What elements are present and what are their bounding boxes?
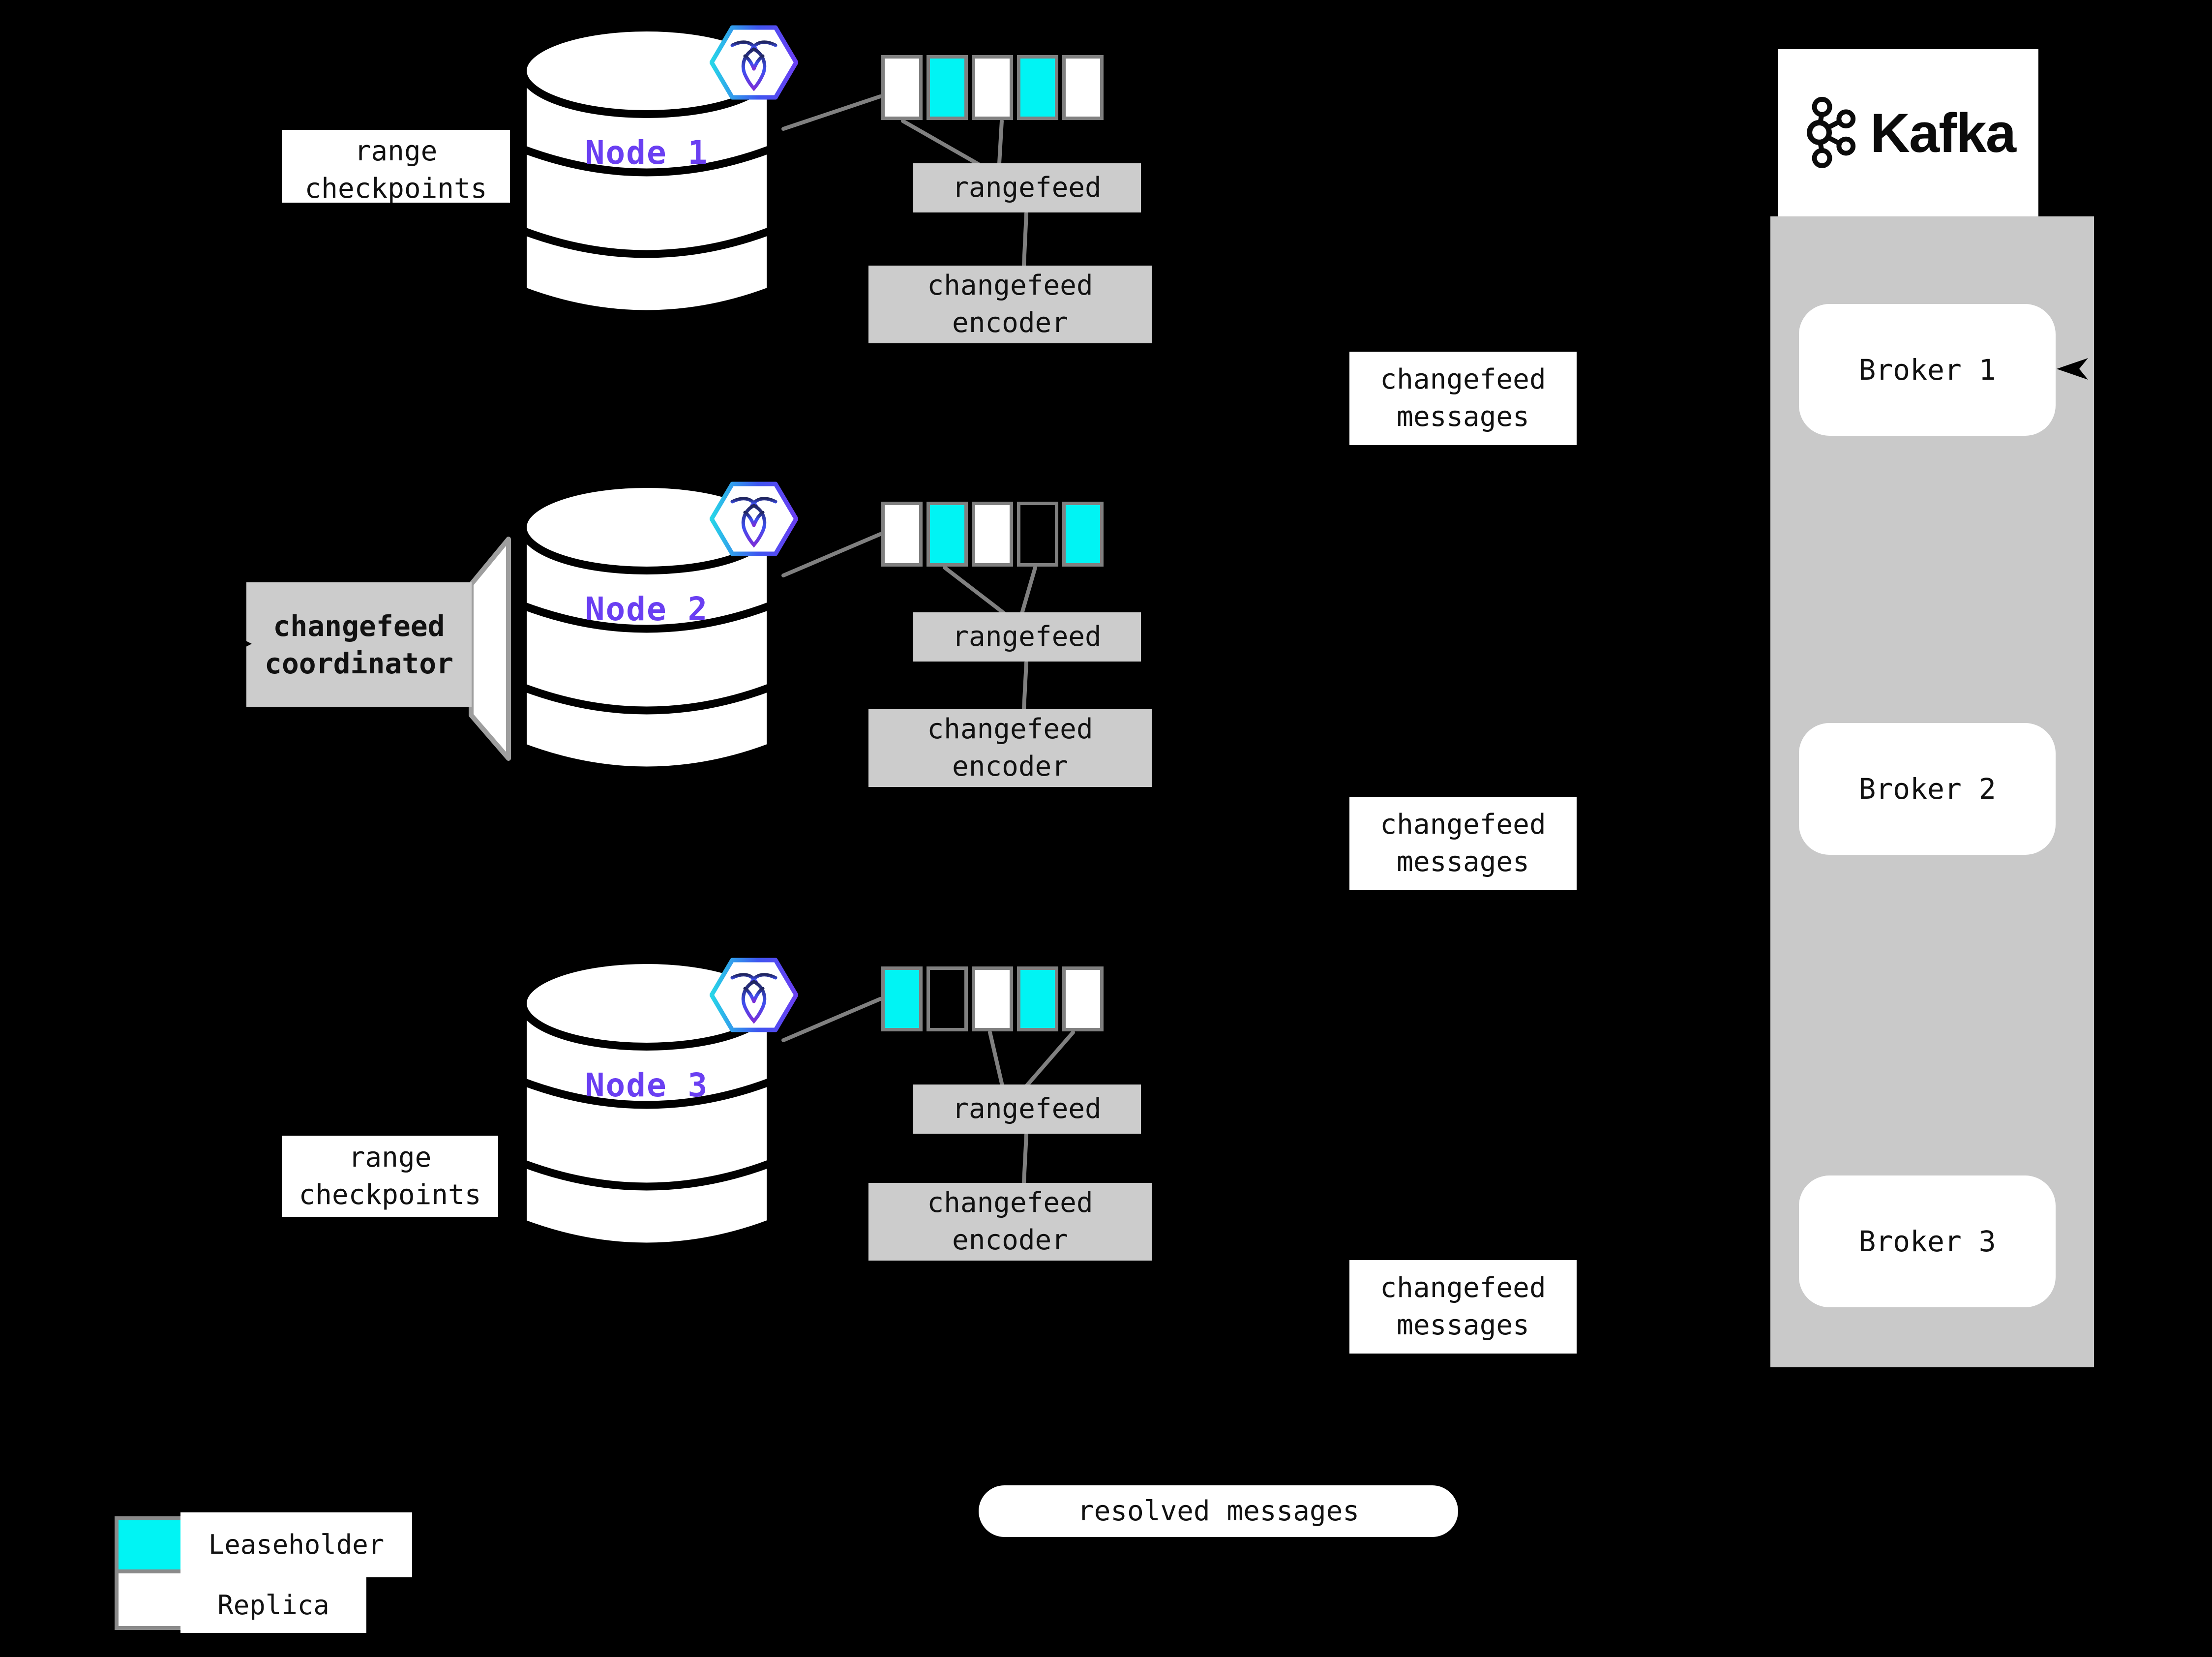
node-name: Node 1 [585, 134, 709, 172]
connector-line [988, 1030, 1004, 1087]
connector-line [1020, 566, 1037, 615]
connector-line [781, 532, 882, 577]
kafka-broker: Broker 2 [1799, 723, 2056, 855]
range-replica [1062, 55, 1104, 120]
changefeed-encoder-box: changefeed encoder [868, 266, 1152, 343]
cockroachdb-logo-icon [710, 482, 798, 556]
database-cylinder-icon [519, 24, 775, 318]
connector-line [943, 566, 1006, 615]
connector-line [1022, 661, 1028, 711]
range-replica [972, 502, 1013, 567]
range-leaseholder [1017, 966, 1058, 1031]
connector-line [1022, 211, 1028, 268]
connector-line [997, 119, 1004, 165]
kafka-broker: Broker 3 [1799, 1175, 2056, 1307]
legend-replica-label: Replica [180, 1577, 366, 1633]
changefeed-encoder-box: changefeed encoder [868, 709, 1152, 787]
range-leaseholder [1017, 55, 1058, 120]
kafka-logo-icon [1807, 96, 1856, 168]
range-checkpoints-label: range checkpoints [282, 130, 510, 203]
range-cells-row [881, 55, 1104, 120]
cockroachdb-logo-icon [710, 958, 798, 1032]
range-leaseholder [927, 55, 968, 120]
range-cells-row [881, 502, 1104, 567]
kafka-cluster-container: Broker 1 Broker 2 Broker 3 [1770, 216, 2094, 1367]
changefeed-encoder-box: changefeed encoder [868, 1183, 1152, 1261]
range-checkpoints-label: range checkpoints [282, 1136, 498, 1217]
legend-replica-swatch [115, 1569, 188, 1630]
connector-line [781, 94, 882, 131]
range-replica [972, 966, 1013, 1031]
changefeed-messages-label: changefeed messages [1349, 352, 1577, 445]
range-replica [881, 55, 923, 120]
database-cylinder-icon [519, 480, 775, 775]
range-replica [881, 502, 923, 567]
coordinator-flag-shape [469, 537, 511, 761]
range-leaseholder [1062, 502, 1104, 567]
rangefeed-box: rangefeed [913, 612, 1141, 662]
range-leaseholder [881, 966, 923, 1031]
node-name: Node 2 [585, 590, 709, 628]
node-name: Node 3 [585, 1066, 709, 1104]
range-leaseholder [927, 502, 968, 567]
connector-line [1022, 1133, 1028, 1185]
arrow-left-icon [2057, 358, 2088, 380]
node-cylinder: Node 3 [516, 954, 777, 1279]
range-cells-row [881, 966, 1104, 1031]
changefeed-coordinator-box: changefeed coordinator [246, 582, 472, 707]
arrow-left-icon [237, 636, 252, 651]
kafka-logo-box: Kafka [1778, 49, 2038, 216]
range-replica [972, 55, 1013, 120]
range-empty [927, 966, 968, 1031]
range-replica [1062, 966, 1104, 1031]
connector-line [781, 997, 882, 1042]
range-empty [1017, 502, 1058, 567]
database-cylinder-icon [519, 956, 775, 1251]
node-cylinder: Node 2 [516, 478, 777, 803]
node-cylinder: Node 1 [516, 22, 777, 346]
changefeed-messages-label: changefeed messages [1349, 797, 1577, 890]
rangefeed-box: rangefeed [913, 163, 1141, 212]
kafka-broker: Broker 1 [1799, 304, 2056, 436]
legend-leaseholder-swatch [115, 1516, 188, 1577]
connector-line [1025, 1030, 1075, 1087]
connector-line [901, 119, 981, 166]
rangefeed-box: rangefeed [913, 1085, 1141, 1134]
resolved-messages-pill: resolved messages [979, 1485, 1458, 1537]
kafka-wordmark: Kafka [1870, 102, 2016, 164]
legend-leaseholder-label: Leaseholder [180, 1512, 412, 1577]
cockroachdb-logo-icon [710, 25, 798, 100]
changefeed-messages-label: changefeed messages [1349, 1260, 1577, 1354]
